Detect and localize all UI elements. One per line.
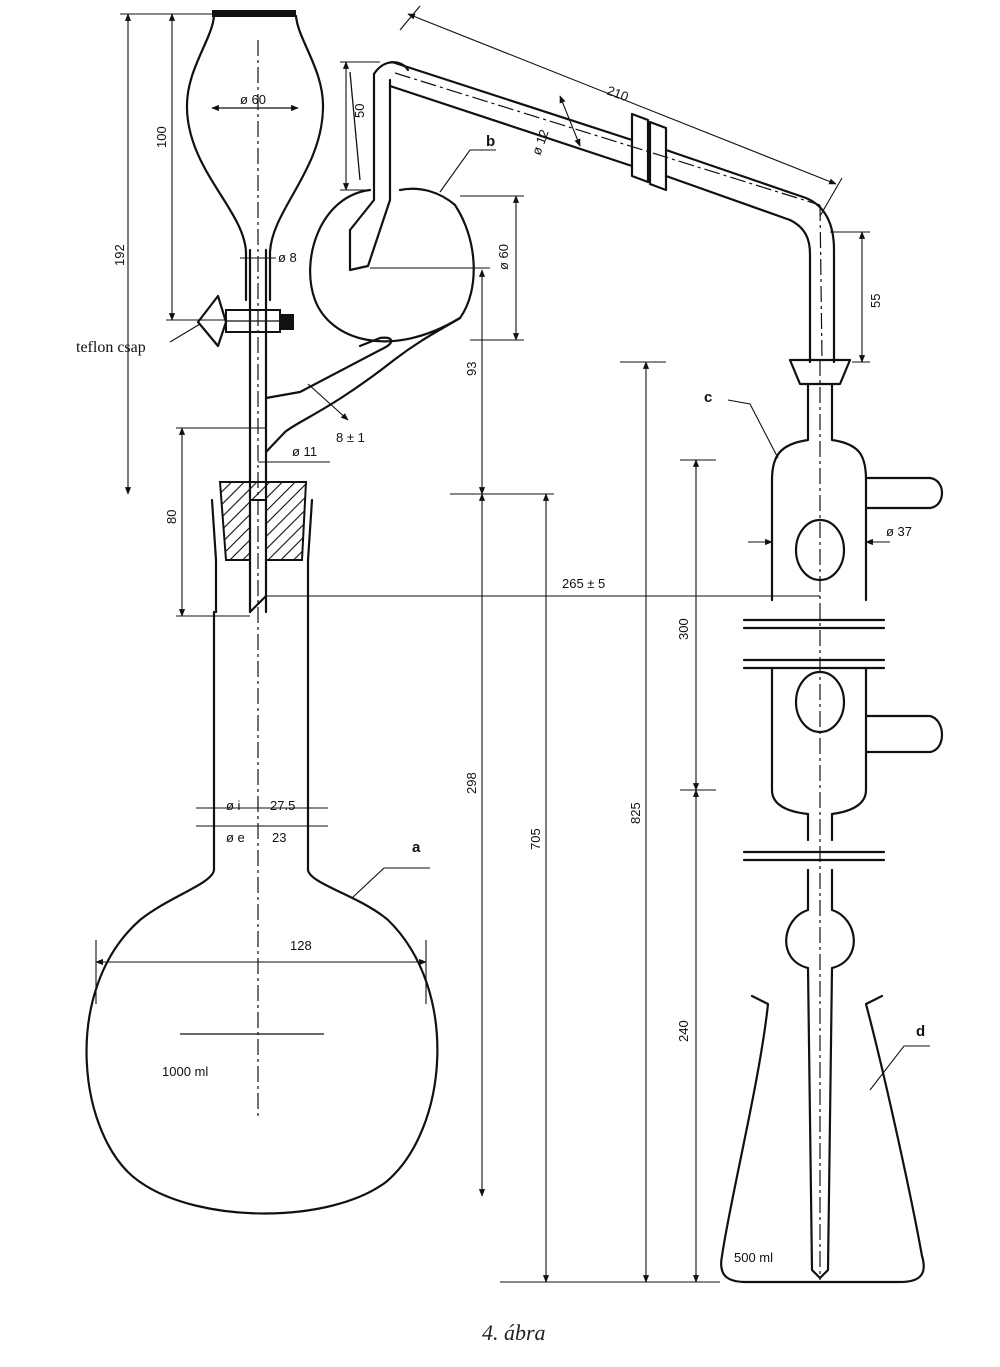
round-bottom-flask xyxy=(85,610,439,1215)
dimension-lines xyxy=(95,5,890,1283)
dim-neck-outer-label: ø e xyxy=(226,830,245,845)
dim-neck-outer: 23 xyxy=(272,830,286,845)
dim-height-705: 705 xyxy=(528,828,543,850)
dim-neck-inner-label: ø i xyxy=(226,798,241,813)
part-a: a xyxy=(412,839,421,856)
dim-funnel-stem: 192 xyxy=(112,244,127,266)
erlenmeyer-flask xyxy=(720,994,925,1284)
dim-outlet-drop: 55 xyxy=(868,294,883,308)
dim-height-240: 240 xyxy=(676,1020,691,1042)
dim-flask-width: 128 xyxy=(290,938,312,953)
dim-tube-wall: 8 ± 1 xyxy=(336,430,365,445)
splash-trap xyxy=(309,61,475,343)
label-stopcock: teflon csap xyxy=(76,339,146,356)
part-d: d xyxy=(916,1023,925,1040)
rubber-stopper xyxy=(210,481,314,614)
teflon-stopcock xyxy=(196,294,294,348)
dim-side-tube: ø 11 xyxy=(292,444,317,459)
condenser-tube xyxy=(388,60,836,364)
dim-stem-diameter: ø 8 xyxy=(278,250,297,265)
center-lines xyxy=(257,40,823,1280)
dim-stopper-depth: 80 xyxy=(164,510,179,524)
dim-trap-height: 50 xyxy=(352,104,367,118)
dim-trap-to-neck: 93 xyxy=(464,362,479,376)
label-flask-volume: 1000 ml xyxy=(162,1064,208,1079)
part-c: c xyxy=(704,389,712,406)
label-receiver-volume: 500 ml xyxy=(734,1250,773,1265)
dim-horizontal-spacing: 265 ± 5 xyxy=(562,576,605,591)
dim-jacket-diameter: ø 37 xyxy=(886,524,912,539)
dim-height-300: 300 xyxy=(676,618,691,640)
dim-height-298: 298 xyxy=(464,772,479,794)
dim-neck-inner: 27.5 xyxy=(270,798,295,813)
dim-height-825: 825 xyxy=(628,802,643,824)
part-b: b xyxy=(486,133,495,150)
dim-funnel-diameter: ø 60 xyxy=(240,92,266,107)
dim-trap-diameter: ø 60 xyxy=(496,244,511,270)
dim-condenser-length: 210 xyxy=(605,83,631,105)
absorber-column xyxy=(742,358,944,1280)
dim-funnel-height: 100 xyxy=(154,126,169,148)
figure-caption: 4. ábra xyxy=(482,1320,546,1345)
text-labels: ø 60 100 192 ø 8 teflon csap 8 ± 1 ø 11 … xyxy=(76,83,925,1345)
leader-lines xyxy=(169,149,930,1091)
